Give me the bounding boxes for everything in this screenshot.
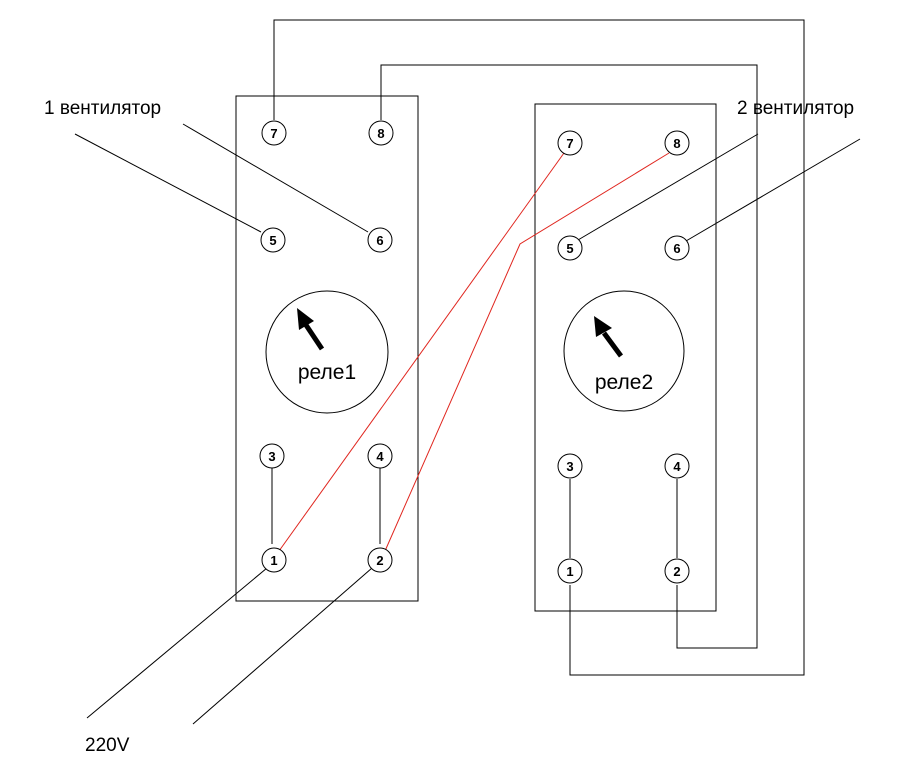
wire-r1p7-r2p1 <box>273 19 805 676</box>
relay1-pins: 7 8 5 6 3 4 1 2 <box>259 120 394 573</box>
fan2-lead-a <box>577 133 759 241</box>
svg-text:4: 4 <box>673 459 681 474</box>
red-wires <box>278 152 670 552</box>
svg-text:3: 3 <box>566 459 573 474</box>
relay1-pin-7: 7 <box>261 120 287 146</box>
relay1-pin-3: 3 <box>259 443 285 469</box>
supply-label: 220V <box>85 735 130 756</box>
relay1-pin-8: 8 <box>368 120 394 146</box>
relay2-pin-8: 8 <box>664 130 690 156</box>
supply-lead-2 <box>192 567 373 725</box>
relay1-pin-1: 1 <box>261 547 287 573</box>
relay1-dial <box>265 290 389 414</box>
relay2-pin-7: 7 <box>557 130 583 156</box>
red-wire-r1p1-r2p7 <box>278 152 565 552</box>
svg-text:5: 5 <box>566 241 573 256</box>
svg-text:3: 3 <box>268 449 275 464</box>
svg-text:2: 2 <box>673 564 680 579</box>
wire-r1p8-r2p2 <box>380 64 758 649</box>
relay1-pin-5: 5 <box>260 227 286 253</box>
relay2-pin-6: 6 <box>664 235 690 261</box>
svg-text:7: 7 <box>566 136 573 151</box>
svg-text:2: 2 <box>376 553 383 568</box>
svg-text:7: 7 <box>270 126 277 141</box>
supply-lead-1 <box>86 567 268 719</box>
svg-text:1: 1 <box>566 564 573 579</box>
relay2-pointer <box>594 316 624 358</box>
relay1-pointer <box>297 308 325 351</box>
fan1-label: 1 вентилятор <box>44 98 161 119</box>
relay2-pin-5: 5 <box>557 235 583 261</box>
black-wires <box>74 19 861 725</box>
fan1-lead-a <box>74 133 262 233</box>
svg-text:8: 8 <box>673 136 680 151</box>
fan1-lead-b <box>182 123 369 233</box>
relay2-pin-3: 3 <box>557 453 583 479</box>
relay2-dial <box>563 290 685 412</box>
relay2-body <box>534 103 717 612</box>
relay1-body <box>235 95 419 602</box>
relay2-pin-4: 4 <box>664 453 690 479</box>
svg-text:6: 6 <box>376 233 383 248</box>
relay2-label: реле2 <box>595 371 653 394</box>
relay1-label: реле1 <box>298 361 356 384</box>
relay1-pin-4: 4 <box>367 443 393 469</box>
svg-text:4: 4 <box>376 449 384 464</box>
svg-text:8: 8 <box>377 126 384 141</box>
svg-text:6: 6 <box>673 241 680 256</box>
relay2-pin-2: 2 <box>664 558 690 584</box>
svg-text:5: 5 <box>269 233 276 248</box>
relay2-pin-1: 1 <box>557 558 583 584</box>
red-wire-r1p2-r2p8 <box>384 152 670 552</box>
relay2-pins: 7 8 5 6 3 4 1 2 <box>557 130 690 584</box>
fan2-label: 2 вентилятор <box>737 98 854 119</box>
relay1-pin-2: 2 <box>367 547 393 573</box>
relay1-pin-6: 6 <box>367 227 393 253</box>
fan2-lead-b <box>685 138 861 242</box>
svg-text:1: 1 <box>270 553 277 568</box>
